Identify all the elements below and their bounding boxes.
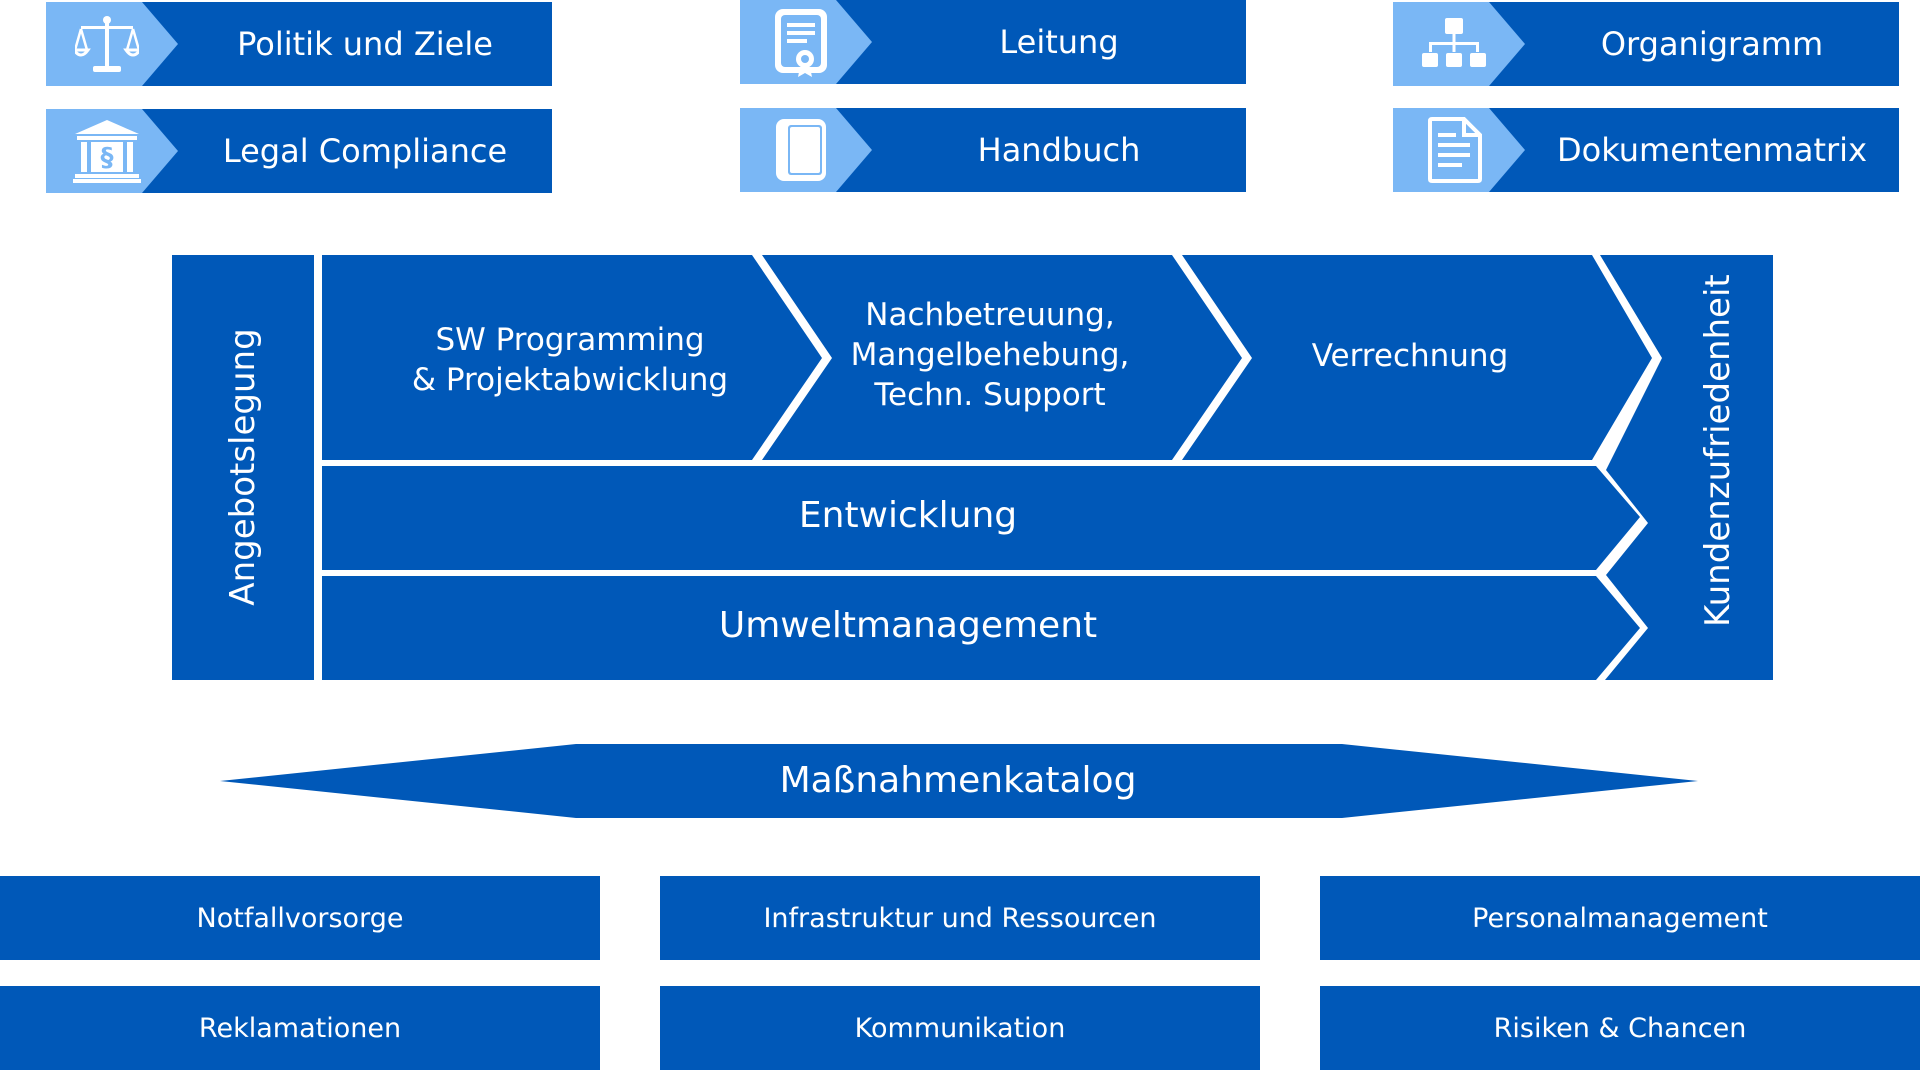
tile-label: Legal Compliance [222, 132, 508, 170]
tile-label: Leitung [999, 23, 1119, 61]
process-step-3-label: Verrechnung [1240, 330, 1580, 382]
box-kommunikation[interactable]: Kommunikation [660, 986, 1260, 1070]
process-step-1-label: SW Programming & Projektabwicklung [330, 300, 810, 420]
step-1-line-2: & Projektabwicklung [411, 362, 729, 398]
courthouse-paragraph-icon: § [72, 116, 142, 186]
scales-icon [72, 9, 142, 79]
box-infrastruktur-und-ressourcen[interactable]: Infrastruktur und Ressourcen [660, 876, 1260, 960]
tile-politik-und-ziele[interactable]: Politik und Ziele [46, 2, 552, 86]
row-umweltmanagement-label: Umweltmanagement [718, 605, 1098, 646]
certificate-icon [766, 7, 836, 77]
org-chart-icon [1419, 9, 1489, 79]
step-3-line-1: Verrechnung [1311, 338, 1509, 374]
book-icon [766, 115, 836, 185]
box-reklamationen[interactable]: Reklamationen [0, 986, 600, 1070]
tile-label: Organigramm [1600, 25, 1824, 63]
tile-organigramm[interactable]: Organigramm [1393, 2, 1899, 86]
tile-dokumentenmatrix[interactable]: Dokumentenmatrix [1393, 108, 1899, 192]
box-personalmanagement[interactable]: Personalmanagement [1320, 876, 1920, 960]
angebotslegung-label: Angebotslegung [223, 328, 263, 606]
tile-label: Politik und Ziele [237, 25, 493, 63]
process-step-2-label: Nachbetreuung, Mangelbehebung, Techn. Su… [810, 290, 1170, 420]
document-icon [1419, 115, 1489, 185]
step-1-line-1: SW Programming [435, 322, 705, 358]
step-2-line-1: Nachbetreuung, [865, 297, 1115, 333]
svg-text:§: § [101, 143, 114, 173]
step-2-line-3: Techn. Support [874, 377, 1106, 413]
right-bar-kundenzufriedenheit [1600, 255, 1773, 680]
tile-label: Handbuch [977, 131, 1141, 169]
row-entwicklung-label: Entwicklung [798, 495, 1018, 536]
box-notfallvorsorge[interactable]: Notfallvorsorge [0, 876, 600, 960]
catalog-label: Maßnahmenkatalog [779, 760, 1137, 801]
tile-handbuch[interactable]: Handbuch [740, 108, 1246, 192]
box-risiken-und-chancen[interactable]: Risiken & Chancen [1320, 986, 1920, 1070]
tile-leitung[interactable]: Leitung [740, 0, 1246, 84]
tile-legal-compliance[interactable]: § Legal Compliance [46, 109, 552, 193]
kundenzufriedenheit-label: Kundenzufriedenheit [1698, 274, 1738, 627]
step-2-line-2: Mangelbehebung, [850, 337, 1130, 373]
tile-label: Dokumentenmatrix [1556, 131, 1867, 169]
